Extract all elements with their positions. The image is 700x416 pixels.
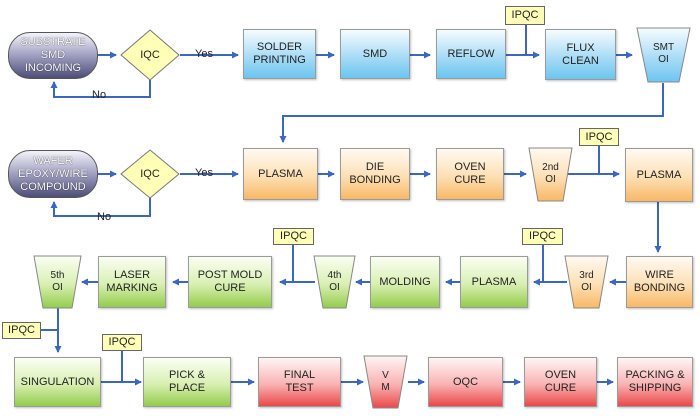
ipqc-check-1: IPQC — [505, 6, 545, 25]
oi-trapezoid-smt — [636, 27, 691, 83]
step-wire-bonding: WIRE BONDING — [626, 256, 693, 308]
step-oven-cure-2: OVEN CURE — [524, 357, 597, 407]
step-solder-printing: SOLDER PRINTING — [243, 29, 316, 79]
oi-trapezoid-3rd — [564, 255, 609, 309]
step-die-bonding: DIE BONDING — [340, 148, 410, 200]
step-packing-shipping: PACKING & SHIPPING — [617, 357, 693, 407]
oi-label-4th: 4th OI — [327, 270, 342, 293]
oi-trapezoid-4th — [313, 255, 356, 309]
oi-label-5th: 5th OI — [50, 270, 65, 293]
step-plasma-1: PLASMA — [243, 148, 318, 200]
ipqc-check-2: IPQC — [579, 128, 619, 146]
step-final-test: FINAL TEST — [258, 357, 341, 407]
oi-label-2nd: 2nd OI — [542, 162, 559, 185]
oi-trapezoid-2nd — [528, 147, 573, 202]
step-oven-cure-1: OVEN CURE — [436, 148, 504, 200]
step-laser-marking: LASER MARKING — [98, 256, 166, 308]
edge-iqc1-no-loop — [50, 80, 151, 98]
oi-label-smt: SMT OI — [652, 42, 675, 65]
edge-iqc2-no-loop — [50, 198, 151, 217]
ipqc-check-3b: IPQC — [522, 228, 563, 245]
step-plasma-3: PLASMA — [460, 256, 528, 308]
no-label-1: No — [92, 89, 107, 101]
vm-label: V M — [381, 370, 390, 393]
step-reflow: REFLOW — [436, 29, 506, 79]
vm-trapezoid — [363, 355, 408, 409]
oi-label-3rd: 3rd OI — [579, 270, 594, 293]
step-plasma-2: PLASMA — [625, 148, 693, 202]
oi-trapezoid-5th — [33, 255, 82, 309]
edge-oi1-plasma1 — [279, 83, 664, 143]
step-smd: SMD — [340, 29, 410, 79]
step-molding: MOLDING — [370, 256, 440, 308]
step-post-mold-cure: POST MOLD CURE — [188, 256, 272, 308]
step-pick-and-place: PICK & PLACE — [143, 357, 231, 407]
iqc-label-2: IQC — [140, 168, 160, 180]
iqc-label-1: IQC — [140, 49, 160, 61]
no-label-2: No — [97, 211, 112, 223]
iqc-diamond-2 — [120, 149, 180, 199]
yes-label-1: Yes — [195, 48, 213, 60]
substrate-smd-incoming-start: SUBSTRATE SMD INCOMING — [8, 32, 98, 79]
step-flux-clean: FLUX CLEAN — [545, 29, 616, 80]
step-oqc: OQC — [428, 357, 503, 407]
ipqc-check-4: IPQC — [102, 334, 142, 351]
yes-label-2: Yes — [195, 167, 213, 179]
wafer-epoxy-wire-compound-start: WAFER EPOXY/WIRE COMPOUND — [8, 150, 98, 198]
ipqc-check-4-left: IPQC — [2, 322, 41, 339]
ipqc-check-3a: IPQC — [273, 228, 314, 245]
iqc-diamond-1 — [120, 29, 180, 81]
step-singulation: SINGULATION — [14, 357, 101, 407]
